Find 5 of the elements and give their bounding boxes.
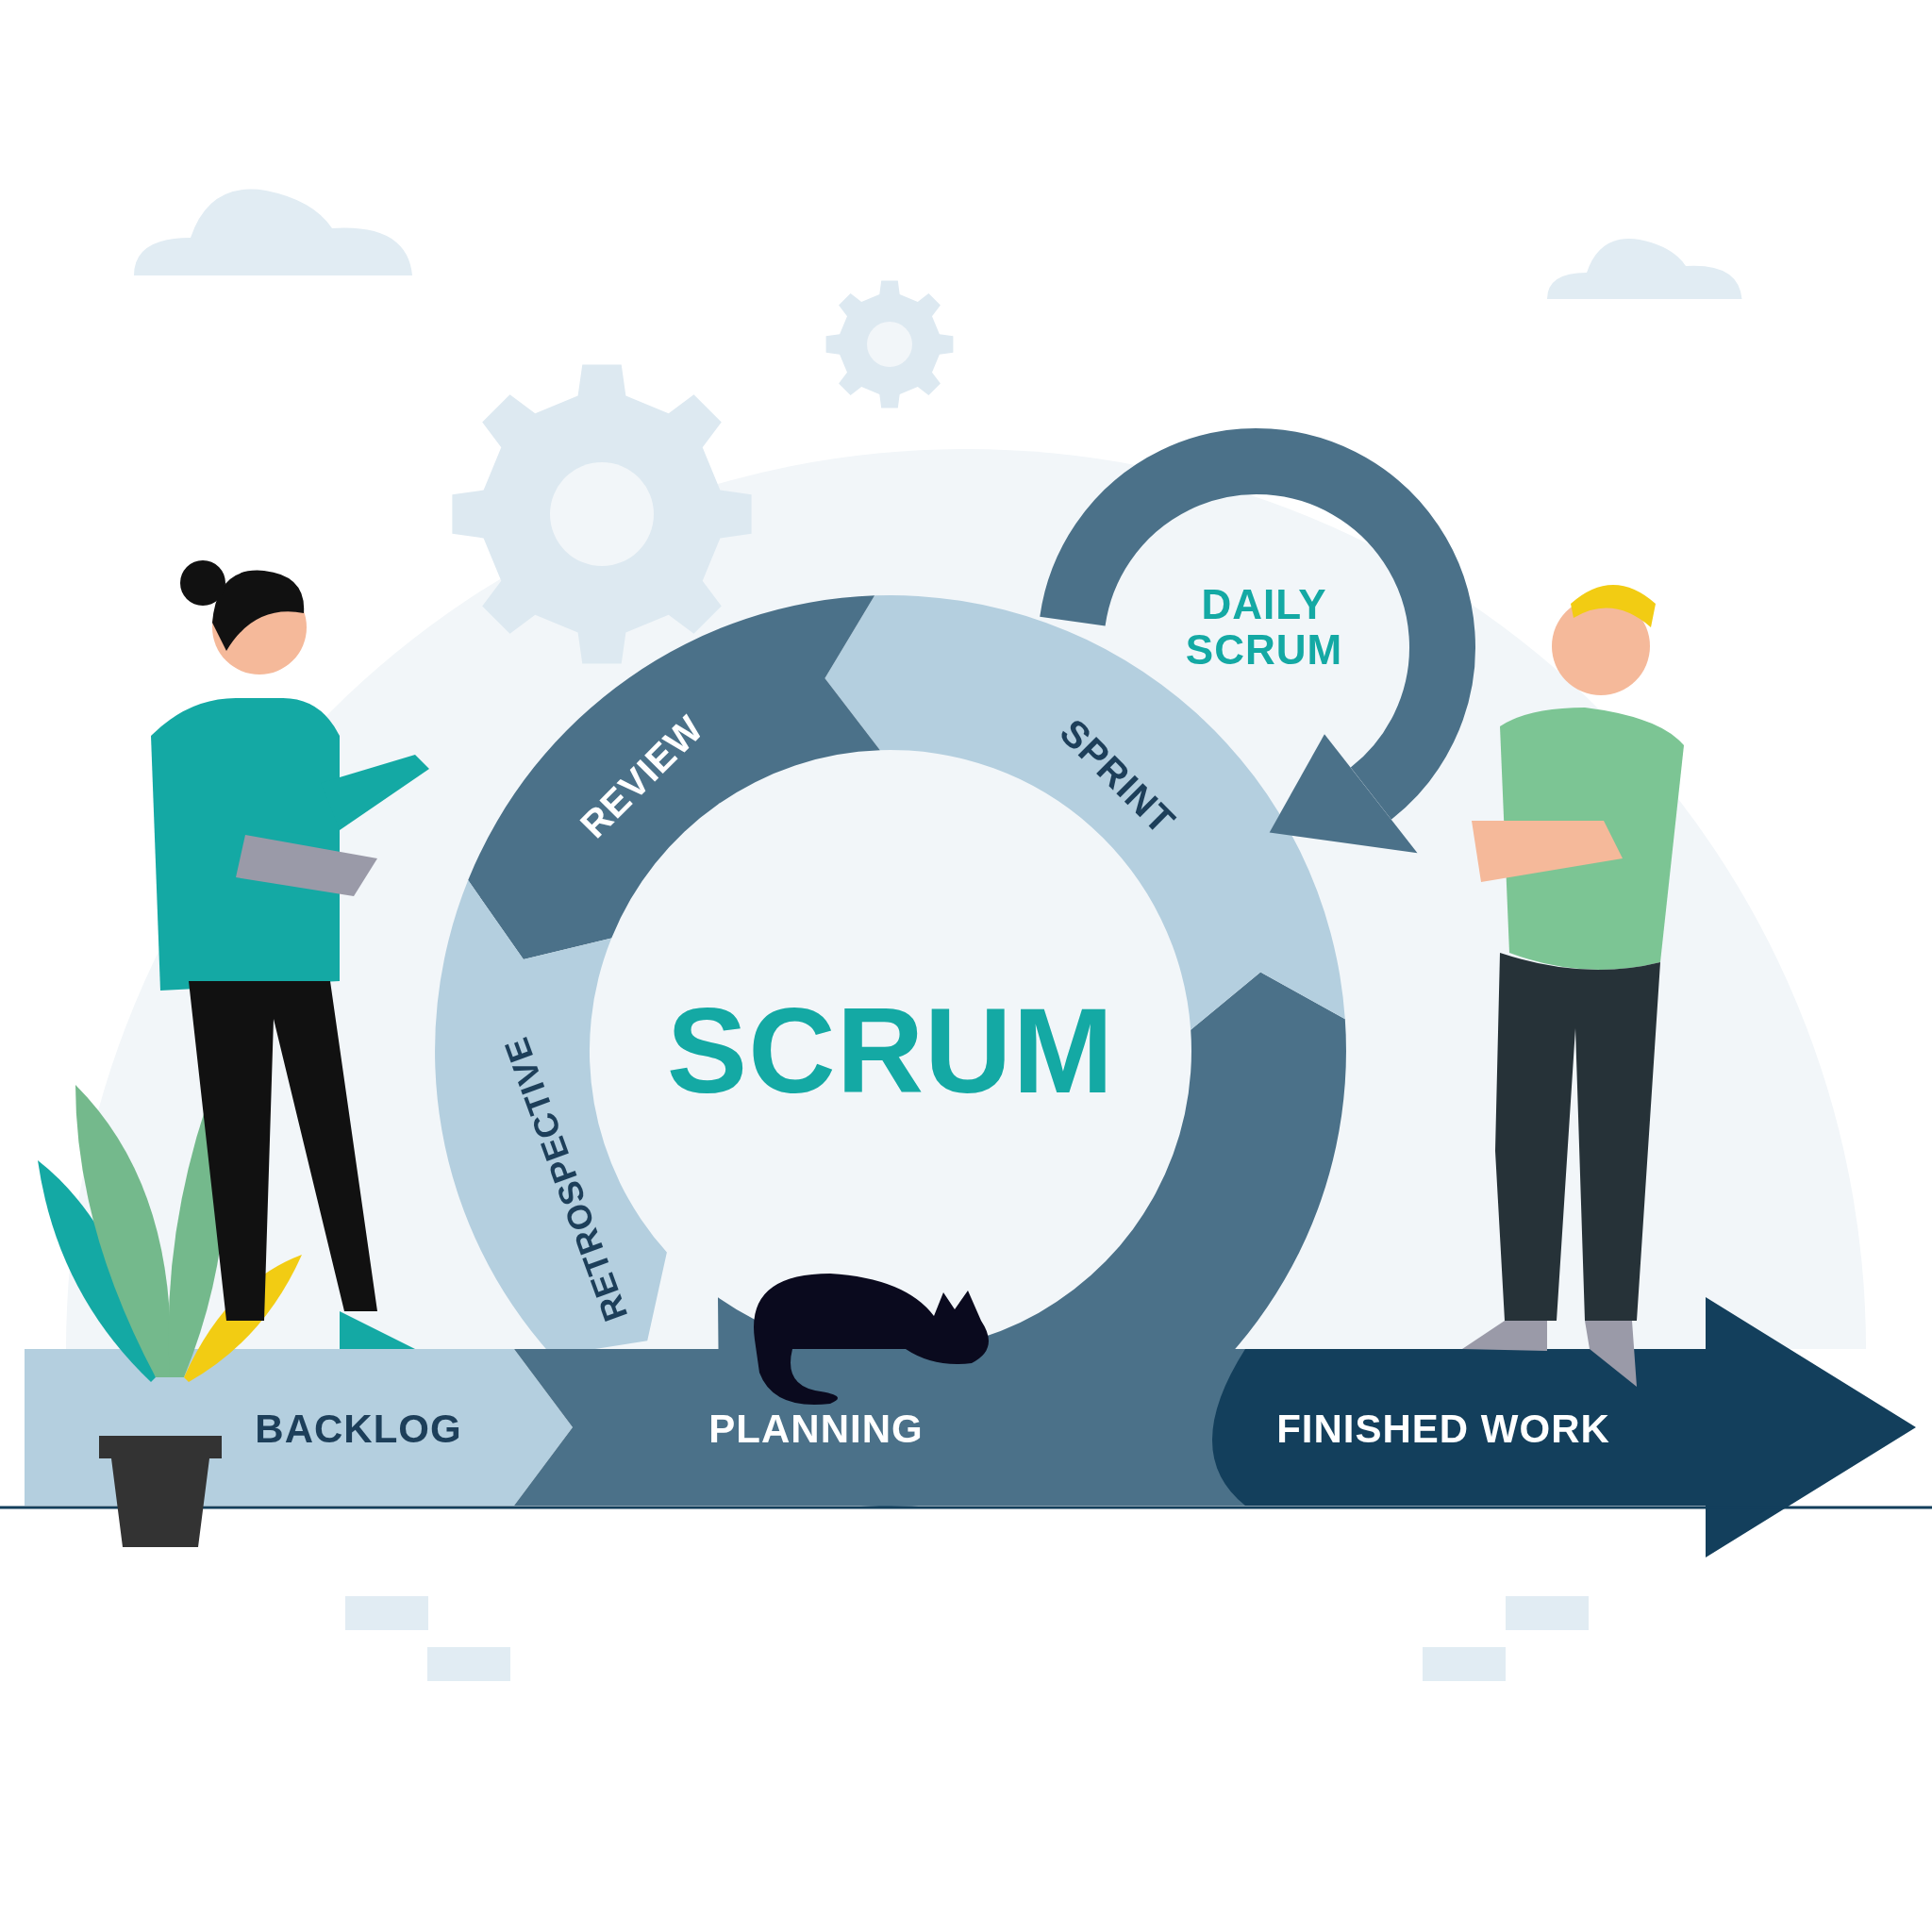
stage-label: PLANNING: [708, 1407, 924, 1452]
stage-label: BACKLOG: [255, 1407, 462, 1452]
stage-label: DAILY SCRUM: [1160, 581, 1368, 674]
stage-label: FINISHED WORK: [1276, 1407, 1610, 1452]
center-title: SCRUM: [666, 984, 1115, 1118]
